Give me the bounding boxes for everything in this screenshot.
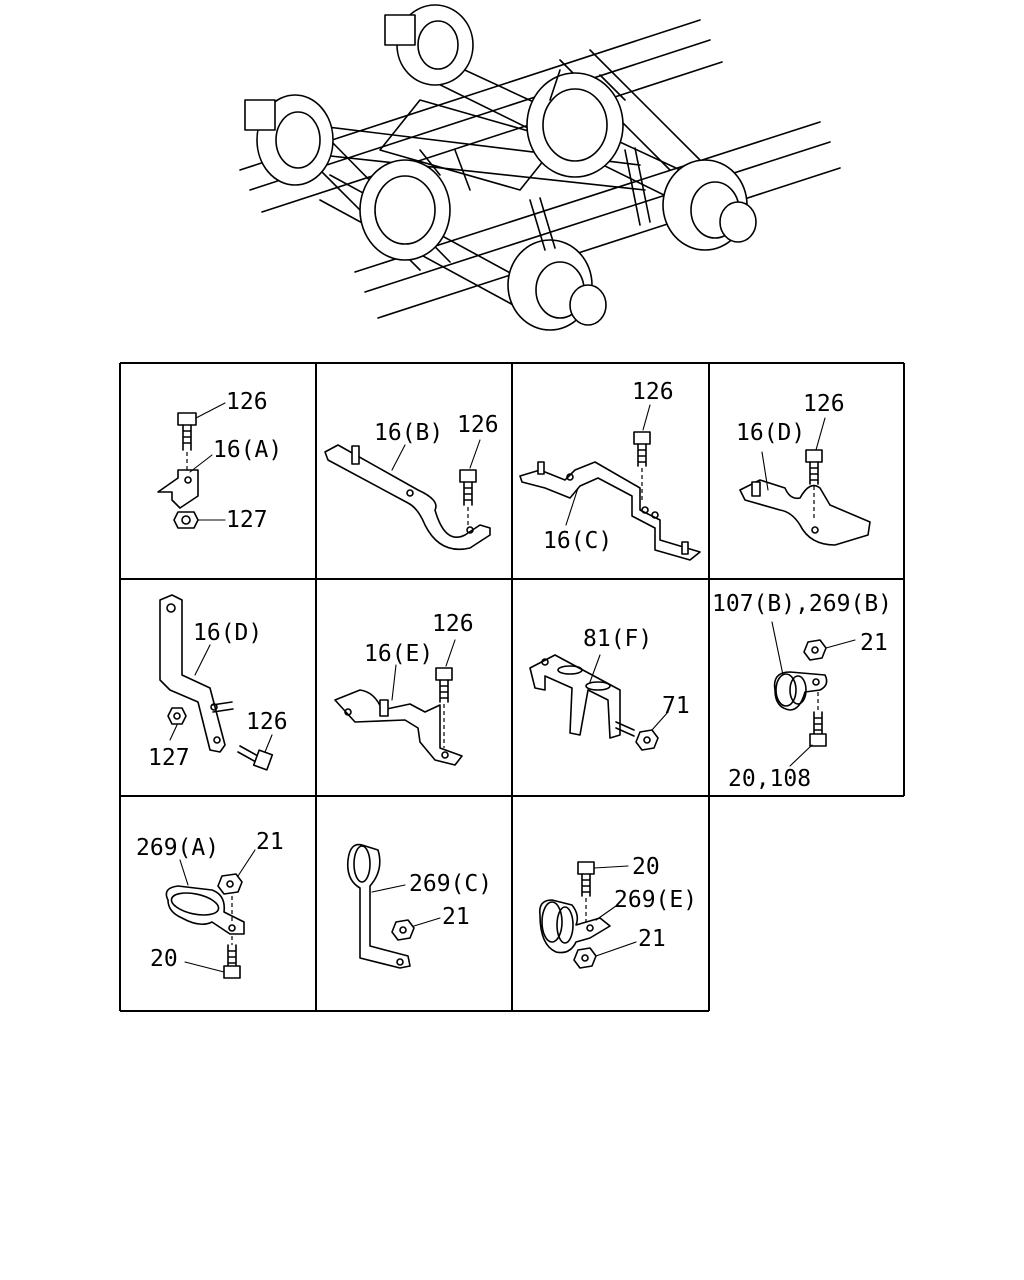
bracket-16a <box>157 469 199 509</box>
label-20: 20 <box>150 946 178 972</box>
bolt-126 <box>435 667 453 703</box>
nut-127 <box>173 511 199 529</box>
bolt-126 <box>237 745 274 771</box>
cell-16c: 16(C) 126 <box>519 379 701 561</box>
cell-107b-269b: 107(B),269(B) 21 20,108 <box>712 591 892 792</box>
label-107b-269b: 107(B),269(B) <box>712 591 892 617</box>
bracket-16c <box>519 461 701 561</box>
label-269a: 269(A) <box>136 835 219 861</box>
label-81f: 81(F) <box>583 626 652 652</box>
label-16a: 16(A) <box>213 437 282 463</box>
label-127: 127 <box>226 507 268 533</box>
bolt-20 <box>577 861 595 897</box>
bolt-20 <box>809 711 827 747</box>
cell-16a: 126 16(A) 127 <box>157 389 282 533</box>
label-21: 21 <box>442 904 470 930</box>
bracket-16d-long <box>159 594 234 753</box>
nut-21 <box>391 919 415 941</box>
bolt-126 <box>633 431 651 467</box>
label-127: 127 <box>148 745 190 771</box>
label-126: 126 <box>246 709 288 735</box>
label-126: 126 <box>632 379 674 405</box>
rear-axle-assembly-illustration <box>239 4 841 331</box>
cell-16d-top: 16(D) 126 <box>736 391 871 546</box>
label-126: 126 <box>226 389 268 415</box>
bracket-81f <box>529 654 635 739</box>
cell-16e: 16(E) 126 <box>334 611 474 766</box>
cell-269e: 269(E) 20 21 <box>538 854 697 969</box>
label-16d: 16(D) <box>736 420 805 446</box>
parts-table-grid <box>119 362 905 1012</box>
label-269c: 269(C) <box>409 871 492 897</box>
label-21: 21 <box>860 630 888 656</box>
cell-16d-bottom: 16(D) 127 126 <box>148 594 288 771</box>
bolt-126 <box>805 449 823 485</box>
clamp-269b <box>773 671 828 711</box>
clamp-269a <box>165 885 245 935</box>
cell-16b: 16(B) 126 <box>324 412 499 550</box>
label-20: 20 <box>632 854 660 880</box>
bolt-126 <box>459 469 477 506</box>
label-269e: 269(E) <box>614 887 697 913</box>
label-20-108: 20,108 <box>728 766 811 792</box>
bolt-20 <box>223 944 241 979</box>
label-16d: 16(D) <box>193 620 262 646</box>
label-126: 126 <box>457 412 499 438</box>
bracket-16b <box>324 444 491 550</box>
nut-21 <box>803 639 827 661</box>
label-16e: 16(E) <box>364 641 433 667</box>
nut-21 <box>217 873 243 895</box>
cell-269c: 269(C) 21 <box>346 843 492 969</box>
bracket-16d <box>739 479 871 546</box>
label-16c: 16(C) <box>543 528 612 554</box>
clamp-269e <box>538 899 611 954</box>
label-126: 126 <box>803 391 845 417</box>
bracket-269c <box>346 843 411 969</box>
label-71: 71 <box>662 693 690 719</box>
nut-127 <box>167 707 187 725</box>
bracket-16e <box>334 689 463 766</box>
label-126: 126 <box>432 611 474 637</box>
label-21: 21 <box>638 926 666 952</box>
label-21: 21 <box>256 829 284 855</box>
bolt-126 <box>177 412 197 451</box>
label-16b: 16(B) <box>374 420 443 446</box>
cell-269a: 269(A) 21 20 <box>136 829 284 979</box>
nut-21 <box>573 947 597 969</box>
nut-71 <box>635 729 659 751</box>
cell-81f: 81(F) 71 <box>529 626 690 751</box>
